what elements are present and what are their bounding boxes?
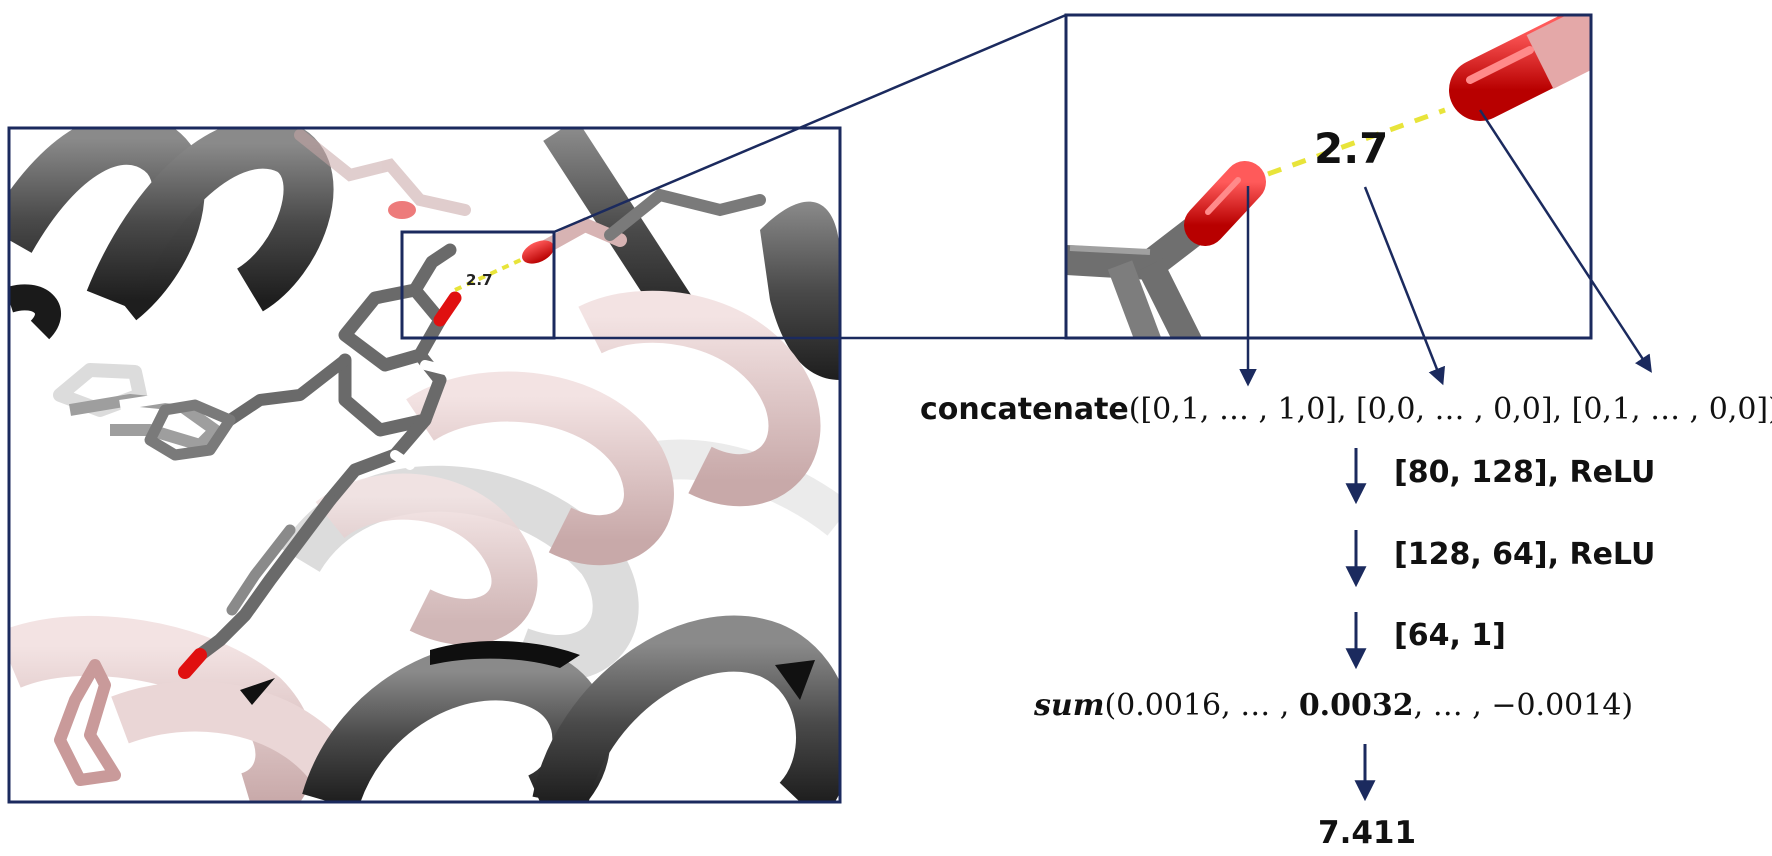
hbond-small: 2.7 [454,250,539,292]
zoom-connectors [553,13,1067,340]
zoom-arrows [1239,109,1652,387]
concatenate-func: concatenate [920,392,1129,427]
distance-label-small: 2.7 [466,271,493,289]
arrow-oxygen-right [1478,109,1652,373]
left-panel-frame [7,126,842,804]
helix-bottom-dark [302,615,840,802]
protein-structure-image: 2.7 [9,128,840,802]
zoom-source-box [400,230,556,340]
zoom-panel-image: 2.7 [1066,15,1591,338]
distance-label-zoom: 2.7 [1314,124,1388,173]
layer-2-label: [128, 64], ReLU [1394,537,1656,572]
sum-expression: sum(0.0016, … , 0.0032, … , −0.0014) [1034,688,1633,723]
sum-func: sum [1034,688,1105,723]
ligand [144,243,462,679]
helix-center-pink [315,290,821,645]
layer-3-label: [64, 1] [1394,618,1506,653]
residue-top-faded [294,129,471,219]
concatenate-args: ([0,1, … , 1,0], [0,0, … , 0,0], [0,1, …… [1128,392,1772,427]
layer-1-label: [80, 128], ReLU [1394,455,1656,490]
concatenate-expression: concatenate([0,1, … , 1,0], [0,0, … , 0,… [920,392,1772,427]
zoom-panel-frame [1064,13,1593,340]
result-value: 7.411 [1318,815,1417,851]
residue-bottom-left [54,659,121,786]
sum-open: (0.0016, … , [1104,688,1299,723]
helix-top-left [9,128,334,340]
flow-arrows [1345,448,1376,802]
sum-highlight-value: 0.0032 [1298,688,1414,723]
arrow-distance [1363,186,1445,386]
sum-close: , … , −0.0014) [1413,688,1634,723]
